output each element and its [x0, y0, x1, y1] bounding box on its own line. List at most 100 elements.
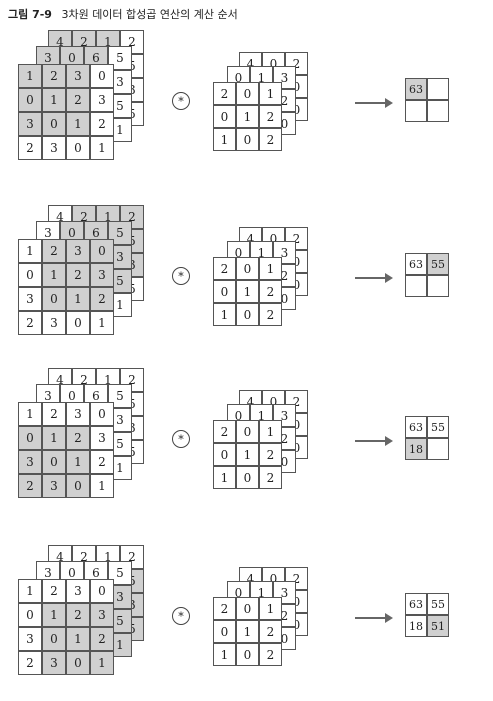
input-cell: 3: [18, 287, 42, 311]
figure-title: 3차원 데이터 합성곱 연산의 계산 순서: [61, 8, 238, 21]
input-cell: 0: [90, 64, 114, 88]
output-cell: [427, 100, 449, 122]
input-cell: 3: [90, 88, 114, 112]
input-cell: 1: [18, 579, 42, 603]
arrow-right-icon: [355, 98, 393, 108]
input-cell: 2: [18, 651, 42, 675]
filter-cell: 0: [236, 597, 259, 620]
filter-cell: 1: [259, 257, 282, 280]
input-cell: 0: [18, 88, 42, 112]
filter-cell: 2: [259, 466, 282, 489]
input-cell: 2: [66, 88, 90, 112]
filter-cell: 1: [213, 466, 236, 489]
input-cell: 1: [66, 287, 90, 311]
input-cell: 0: [66, 311, 90, 335]
input-cell: 1: [18, 64, 42, 88]
output-cell: 18: [405, 615, 427, 637]
input-cell: 2: [66, 426, 90, 450]
filter-cell: 2: [259, 280, 282, 303]
filter-cell: 1: [213, 128, 236, 151]
filter-cell: 0: [213, 620, 236, 643]
filter-cell: 2: [259, 128, 282, 151]
input-cell: 0: [90, 402, 114, 426]
input-cell: 1: [66, 112, 90, 136]
filter-cell: 0: [236, 257, 259, 280]
input-cell: 3: [42, 311, 66, 335]
filter-cell: 2: [259, 620, 282, 643]
input-cell: 2: [90, 627, 114, 651]
input-cell: 3: [66, 64, 90, 88]
input-cell: 3: [66, 239, 90, 263]
output-cell: 63: [405, 593, 427, 615]
filter-cell: 1: [236, 280, 259, 303]
input-cell: 3: [18, 450, 42, 474]
input-cell: 1: [42, 88, 66, 112]
arrow-right-icon: [355, 273, 393, 283]
arrow-right-icon: [355, 613, 393, 623]
filter-cell: 1: [259, 420, 282, 443]
output-cell: [427, 438, 449, 460]
output-cell: 18: [405, 438, 427, 460]
filter-cell: 0: [213, 443, 236, 466]
filter-cell: 2: [259, 303, 282, 326]
input-cell: 3: [18, 627, 42, 651]
figure-label: 그림 7-9: [8, 8, 52, 21]
input-cell: 3: [90, 426, 114, 450]
output-cell: 63: [405, 78, 427, 100]
filter-cell: 2: [259, 105, 282, 128]
output-cell: 63: [405, 416, 427, 438]
filter-cell: 0: [236, 128, 259, 151]
input-cell: 0: [66, 136, 90, 160]
output-cell: [427, 78, 449, 100]
filter-cell: 2: [213, 597, 236, 620]
filter-cell: 1: [236, 443, 259, 466]
filter-cell: 1: [213, 303, 236, 326]
input-cell: 2: [18, 311, 42, 335]
filter-cell: 0: [213, 280, 236, 303]
arrow-right-icon: [355, 436, 393, 446]
input-cell: 2: [66, 263, 90, 287]
input-cell: 2: [90, 112, 114, 136]
input-cell: 1: [18, 239, 42, 263]
input-cell: 2: [90, 287, 114, 311]
input-cell: 5: [108, 221, 132, 245]
input-cell: 3: [66, 402, 90, 426]
filter-cell: 1: [259, 82, 282, 105]
filter-cell: 2: [213, 420, 236, 443]
filter-cell: 1: [259, 597, 282, 620]
convolution-operator-icon: *: [172, 92, 190, 110]
input-cell: 2: [90, 450, 114, 474]
input-cell: 0: [42, 287, 66, 311]
output-cell: 51: [427, 615, 449, 637]
filter-cell: 2: [259, 443, 282, 466]
input-cell: 0: [42, 450, 66, 474]
input-cell: 1: [42, 263, 66, 287]
input-cell: 1: [42, 603, 66, 627]
output-cell: 55: [427, 593, 449, 615]
input-cell: 1: [90, 474, 114, 498]
convolution-operator-icon: *: [172, 607, 190, 625]
filter-cell: 0: [236, 643, 259, 666]
input-cell: 2: [42, 579, 66, 603]
input-cell: 1: [18, 402, 42, 426]
filter-cell: 0: [236, 303, 259, 326]
input-cell: 1: [90, 651, 114, 675]
input-cell: 1: [90, 311, 114, 335]
input-cell: 3: [18, 112, 42, 136]
filter-cell: 1: [236, 620, 259, 643]
input-cell: 0: [42, 112, 66, 136]
input-cell: 2: [42, 402, 66, 426]
filter-cell: 2: [213, 82, 236, 105]
input-cell: 2: [18, 474, 42, 498]
input-cell: 0: [18, 603, 42, 627]
input-cell: 1: [66, 450, 90, 474]
input-cell: 0: [90, 239, 114, 263]
input-cell: 3: [42, 136, 66, 160]
input-cell: 0: [90, 579, 114, 603]
input-cell: 0: [18, 426, 42, 450]
filter-cell: 1: [213, 643, 236, 666]
figure-caption: 그림 7-9 3차원 데이터 합성곱 연산의 계산 순서: [8, 6, 238, 22]
output-cell: 55: [427, 253, 449, 275]
input-cell: 3: [42, 474, 66, 498]
